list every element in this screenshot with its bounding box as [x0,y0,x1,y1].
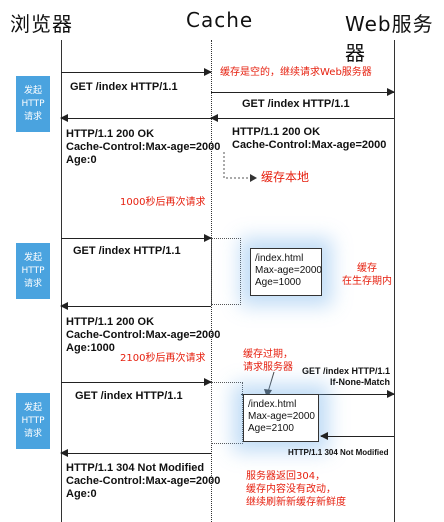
phase1-get-label: GET /index HTTP/1.1 [70,81,178,93]
phase1-browser-response-label: HTTP/1.1 200 OK Cache-Control:Max-age=20… [66,128,221,166]
cache-column-title: Cache [186,8,254,32]
phase1-server-response-arrow [210,114,394,122]
phase1-store-note: 缓存本地 [261,170,310,184]
phase3-forward-label: GET /index HTTP/1.1 If-None-Match [302,366,391,387]
phase3-server-note: 服务器返回304， 缓存内容没有改动， 继续刷新新缓存新鲜度 [246,471,346,508]
phase1-cache-empty-note: 缓存是空的，继续请求Web服务器 [220,67,372,78]
phase1-server-response-label: HTTP/1.1 200 OK Cache-Control:Max-age=20… [232,126,387,151]
phase1-forward-label: GET /index HTTP/1.1 [242,98,350,110]
phase2-cache-lookup-frame [211,238,241,305]
phase3-browser-response-arrow [60,449,211,457]
phase2-delay-note: 1000秒后再次请求 [120,197,206,208]
browser-lifeline [61,40,62,522]
phase2-request-arrow [61,234,212,242]
phase3-server-response-arrow [320,432,394,440]
server-lifeline [394,40,395,522]
send-request-button-2[interactable]: 发起 HTTP 请求 [16,243,50,299]
phase3-get-label: GET /index HTTP/1.1 [75,390,183,402]
phase2-get-label: GET /index HTTP/1.1 [73,245,181,257]
phase3-delay-note: 2100秒后再次请求 [120,353,206,364]
phase2-cache-entry: /index.html Max-age=2000 Age=1000 [250,248,322,296]
server-column-title: Web服务器 [345,12,434,65]
phase3-browser-response-label: HTTP/1.1 304 Not Modified Cache-Control:… [66,462,221,500]
browser-column-title: 浏览器 [10,12,73,36]
send-request-button-1[interactable]: 发起 HTTP 请求 [16,76,50,132]
phase1-request-arrow [61,68,212,76]
phase3-request-arrow [61,378,212,386]
phase1-browser-response-arrow [60,114,211,122]
phase3-cache-entry: /index.html Max-age=2000 Age=2100 [243,394,319,442]
phase3-server-response-label: HTTP/1.1 304 Not Modified [288,448,389,457]
phase2-fresh-note: 缓存 在生存期内 [342,263,392,287]
phase1-forward-arrow [211,88,395,96]
phase3-cache-lookup-frame [211,382,243,444]
phase2-response-arrow [60,302,211,310]
phase3-expired-note: 缓存过期， 请求服务器 [243,349,293,373]
send-request-button-3[interactable]: 发起 HTTP 请求 [16,393,50,449]
phase2-browser-response-label: HTTP/1.1 200 OK Cache-Control:Max-age=20… [66,316,221,354]
